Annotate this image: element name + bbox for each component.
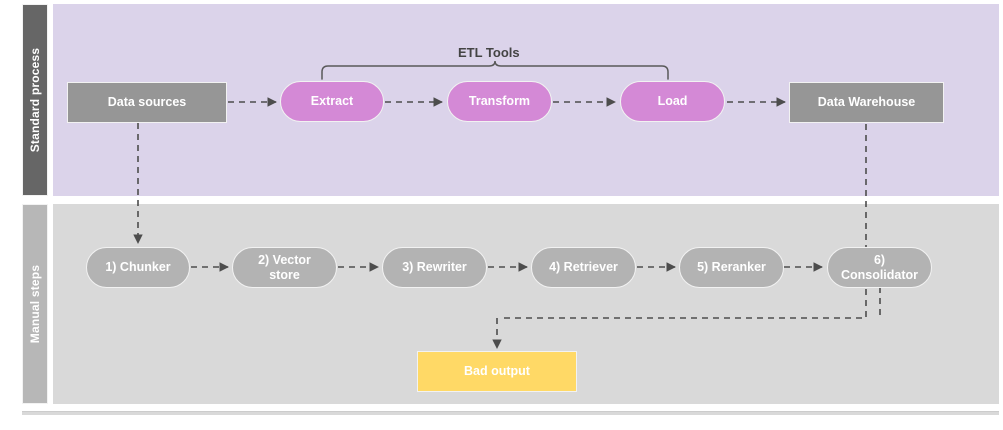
- node-data-warehouse-label: Data Warehouse: [817, 95, 916, 109]
- node-rewriter[interactable]: 3) Rewriter: [382, 247, 487, 288]
- node-data-sources[interactable]: Data sources: [67, 82, 227, 123]
- lane-label-manual-steps: Manual steps: [22, 204, 48, 404]
- node-vector-store-label-line2: store: [269, 267, 300, 282]
- node-reranker-label: 5) Reranker: [697, 260, 766, 274]
- node-retriever[interactable]: 4) Retriever: [531, 247, 636, 288]
- node-rewriter-label: 3) Rewriter: [402, 260, 467, 274]
- node-data-sources-label: Data sources: [107, 95, 187, 109]
- node-vector-store-label-line1: 2) Vector: [258, 252, 311, 267]
- node-bad-output-label: Bad output: [464, 364, 530, 378]
- node-chunker-label: 1) Chunker: [105, 260, 171, 274]
- node-chunker[interactable]: 1) Chunker: [86, 247, 190, 288]
- lane-label-standard-process: Standard process: [22, 4, 48, 196]
- node-vector-store[interactable]: 2) Vector store: [232, 247, 337, 288]
- node-consolidator[interactable]: 6) Consolidator: [827, 247, 932, 288]
- node-load[interactable]: Load: [620, 81, 725, 122]
- node-reranker[interactable]: 5) Reranker: [679, 247, 784, 288]
- node-consolidator-label-line1: 6): [873, 252, 886, 267]
- node-bad-output[interactable]: Bad output: [417, 351, 577, 392]
- lane-label-manual-steps-text: Manual steps: [28, 264, 42, 344]
- node-load-label: Load: [657, 94, 688, 108]
- node-consolidator-label: 6) Consolidator: [841, 253, 918, 283]
- node-extract[interactable]: Extract: [280, 81, 384, 122]
- bottom-divider: [22, 411, 999, 415]
- node-consolidator-label-line2: Consolidator: [840, 267, 919, 282]
- node-retriever-label: 4) Retriever: [549, 260, 618, 274]
- node-transform-label: Transform: [468, 94, 531, 108]
- node-data-warehouse[interactable]: Data Warehouse: [789, 82, 944, 123]
- node-extract-label: Extract: [310, 94, 354, 108]
- node-transform[interactable]: Transform: [447, 81, 552, 122]
- node-vector-store-label: 2) Vector store: [258, 253, 311, 283]
- lane-label-standard-process-text: Standard process: [28, 47, 42, 153]
- etl-tools-label: ETL Tools: [458, 45, 520, 60]
